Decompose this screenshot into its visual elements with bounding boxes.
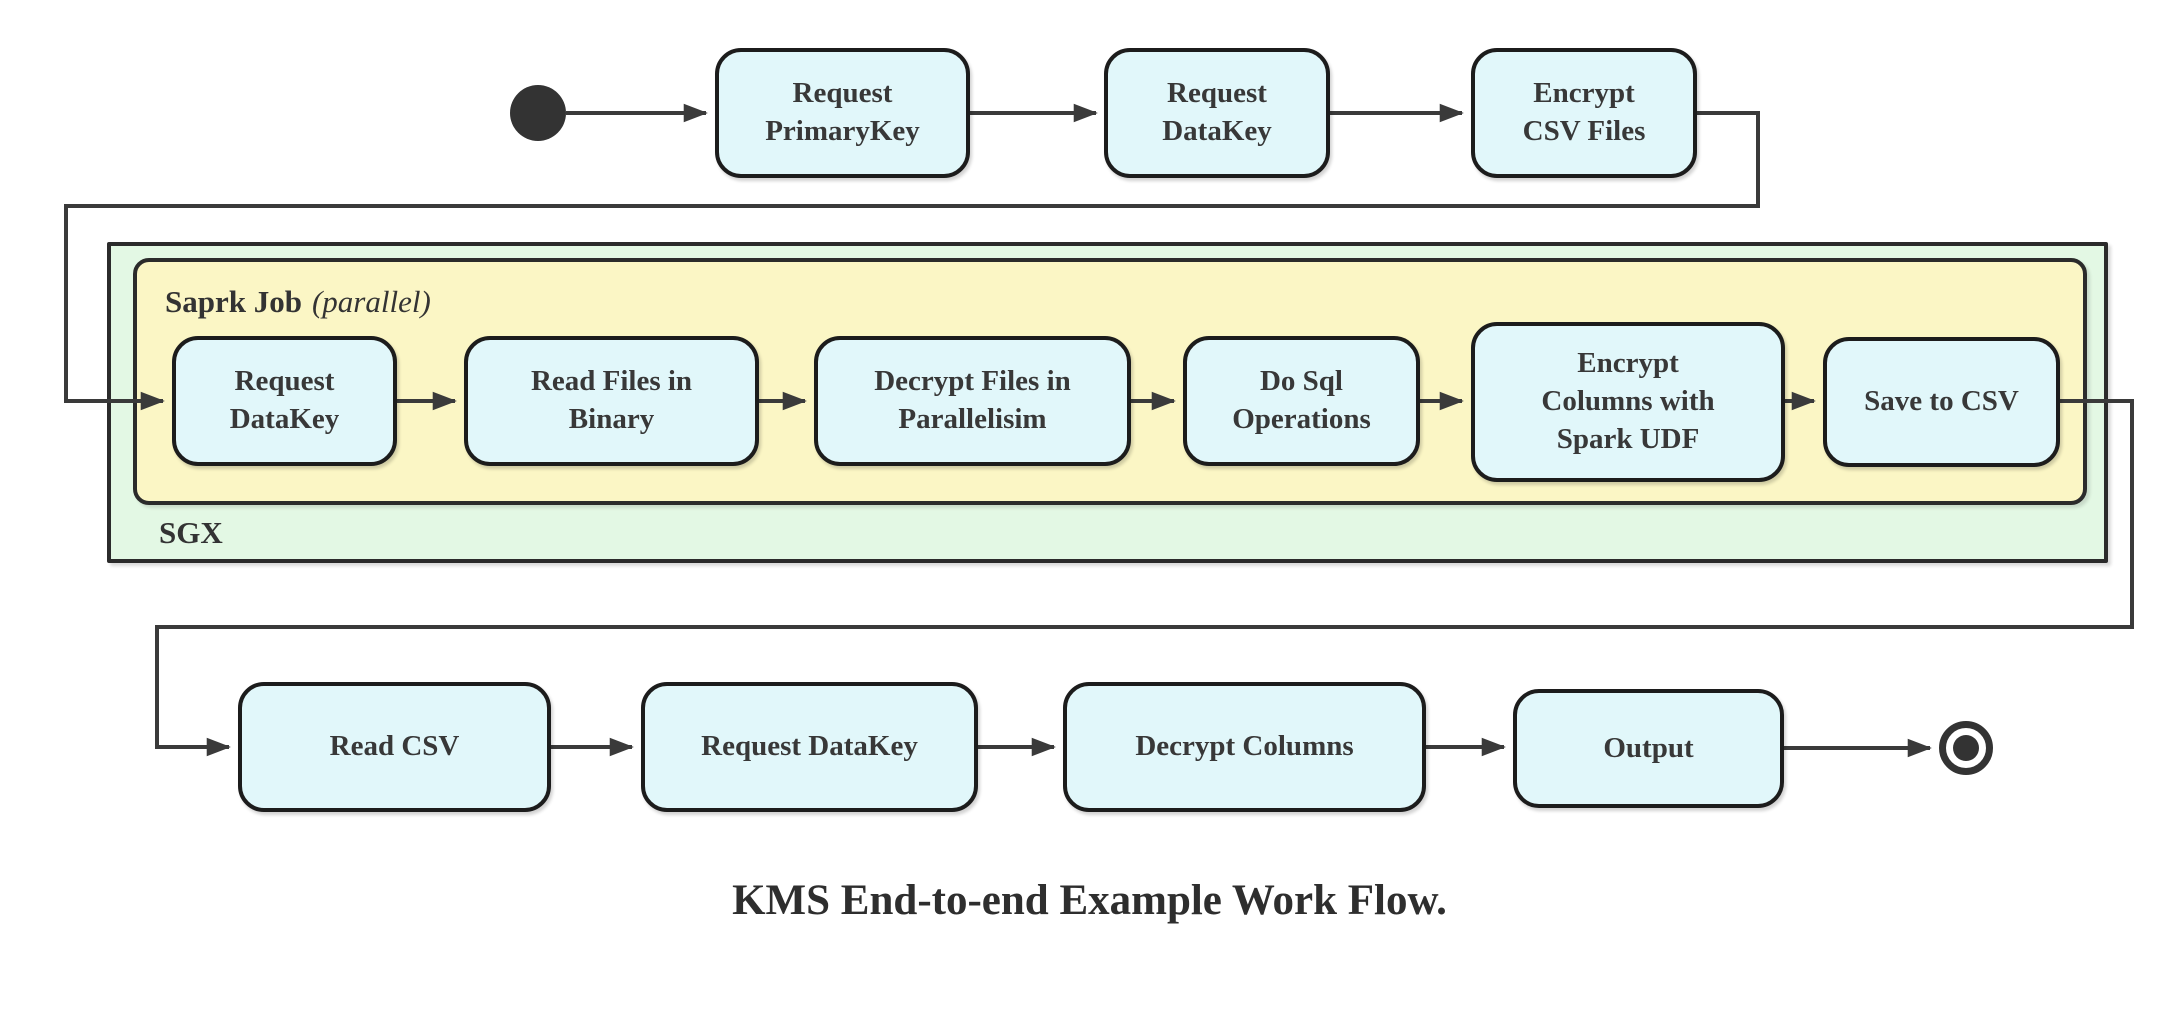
activity-output: Output: [1513, 689, 1784, 808]
activity-request-datakey-bottom: Request DataKey: [641, 682, 978, 812]
activity-request-datakey-top: Request DataKey: [1104, 48, 1330, 178]
activity-encrypt-columns-with-spark-udf: Encrypt Columns with Spark UDF: [1471, 322, 1785, 482]
end-node-inner-dot: [1953, 735, 1979, 761]
edge-encrypt-csv-to-sgx-request-datakey: [64, 111, 1760, 411]
activity-encrypt-csv-files: Encrypt CSV Files: [1471, 48, 1697, 178]
activity-decrypt-files-in-parallelisim: Decrypt Files in Parallelisim: [814, 336, 1131, 466]
diagram-caption: KMS End-to-end Example Work Flow.: [732, 877, 1447, 924]
activity-decrypt-columns: Decrypt Columns: [1063, 682, 1426, 812]
spark-job-parallel-note: (parallel): [311, 284, 431, 319]
activity-read-csv: Read CSV: [238, 682, 551, 812]
edge-save-csv-to-read-csv: [155, 399, 2134, 757]
activity-do-sql-operations: Do Sql Operations: [1183, 336, 1420, 466]
spark-job-container-label: Saprk Job (parallel): [165, 284, 431, 320]
sgx-container-label: SGX: [159, 515, 223, 550]
activity-request-primarykey: Request PrimaryKey: [715, 48, 970, 178]
end-node-icon: [1939, 721, 1993, 775]
activity-request-datakey-spark: Request DataKey: [172, 336, 397, 466]
activity-read-files-in-binary: Read Files in Binary: [464, 336, 759, 466]
activity-save-to-csv: Save to CSV: [1823, 337, 2060, 467]
spark-job-title: Saprk Job: [165, 284, 302, 319]
start-node-icon: [510, 85, 566, 141]
